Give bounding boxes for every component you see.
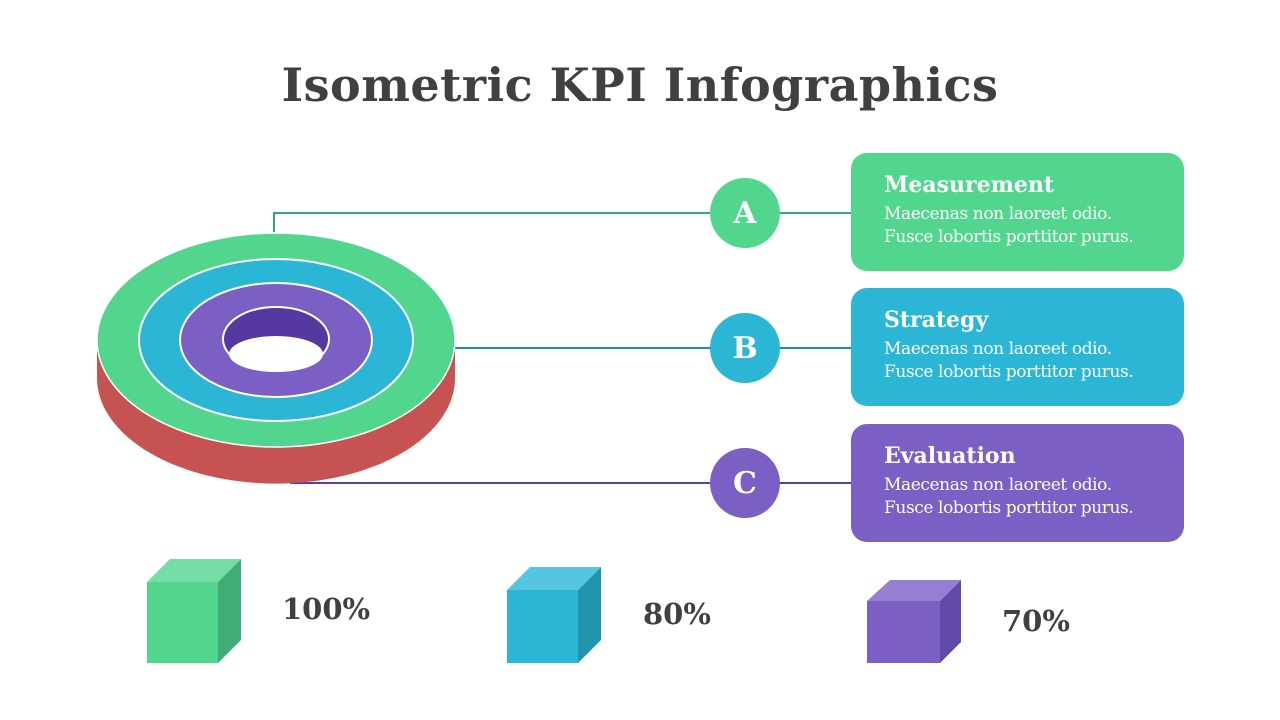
- badge-a-letter: A: [733, 195, 757, 231]
- badge-b: B: [710, 313, 780, 383]
- page-title: Isometric KPI Infographics: [281, 58, 999, 112]
- card-strategy: Strategy Maecenas non laoreet odio. Fusc…: [851, 288, 1184, 406]
- card-evaluation: Evaluation Maecenas non laoreet odio. Fu…: [851, 424, 1184, 542]
- card-text-line1: Maecenas non laoreet odio.: [884, 204, 1112, 224]
- card-text-line2: Fusce lobortis porttitor purus.: [884, 498, 1134, 518]
- badge-b-letter: B: [732, 330, 758, 366]
- ring-hole-icon: [222, 306, 330, 372]
- metric-value-blue: 80%: [643, 597, 711, 631]
- purple-cube-icon: [867, 580, 961, 663]
- blue-cube-icon: [507, 567, 601, 663]
- badge-c-letter: C: [733, 465, 757, 501]
- card-text-line2: Fusce lobortis porttitor purus.: [884, 362, 1134, 382]
- card-title: Measurement: [884, 172, 1055, 198]
- badge-c: C: [710, 448, 780, 518]
- metric-value-green: 100%: [282, 592, 371, 626]
- card-measurement: Measurement Maecenas non laoreet odio. F…: [851, 153, 1184, 271]
- badge-a: A: [710, 178, 780, 248]
- card-text-line2: Fusce lobortis porttitor purus.: [884, 227, 1134, 247]
- card-title: Strategy: [884, 307, 989, 333]
- card-text-line1: Maecenas non laoreet odio.: [884, 339, 1112, 359]
- connector-line-a: [273, 212, 852, 232]
- card-title: Evaluation: [884, 443, 1016, 469]
- metric-value-purple: 70%: [1002, 604, 1070, 638]
- green-cube-icon: [147, 559, 241, 663]
- card-text-line1: Maecenas non laoreet odio.: [884, 475, 1112, 495]
